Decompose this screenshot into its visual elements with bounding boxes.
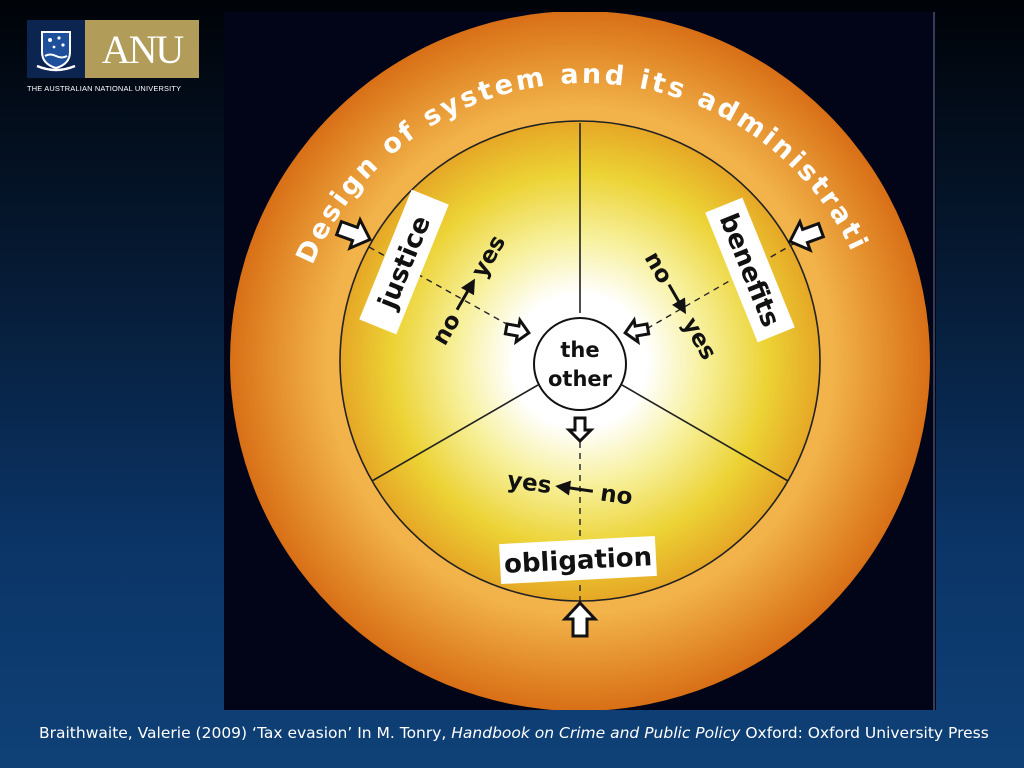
anu-subtitle: THE AUSTRALIAN NATIONAL UNIVERSITY [27, 84, 182, 93]
citation-publisher: Oxford: Oxford University Press [740, 724, 989, 742]
justice-label-box [359, 189, 449, 335]
anu-crest-icon [27, 20, 85, 78]
arrow-up-icon [561, 600, 599, 638]
center-label-line2: other [548, 367, 613, 391]
arrow-into-center-right-icon [623, 316, 651, 346]
citation-text: Braithwaite, Valerie (2009) ‘Tax evasion… [39, 724, 452, 742]
anu-logo: ANU THE AUSTRALIAN NATIONAL UNIVERSITY [27, 20, 199, 93]
tax-compliance-diagram: Design of system and its administration … [224, 12, 936, 710]
citation: Braithwaite, Valerie (2009) ‘Tax evasion… [39, 722, 989, 744]
anu-wordmark: ANU [85, 20, 199, 78]
arrow-out-center-down-icon [565, 416, 595, 444]
citation-book-title: Handbook on Crime and Public Policy [451, 724, 741, 742]
center-label-line1: the [560, 338, 599, 362]
arrow-left-icon [787, 218, 826, 253]
obligation-label-box [499, 535, 657, 585]
obligation-yes: yes [506, 467, 553, 499]
benefits-label-box [705, 197, 795, 343]
arrow-right-icon [334, 216, 373, 251]
arrow-into-center-left-icon [503, 316, 531, 346]
obligation-no: no [599, 480, 634, 510]
center-circle [533, 317, 627, 411]
